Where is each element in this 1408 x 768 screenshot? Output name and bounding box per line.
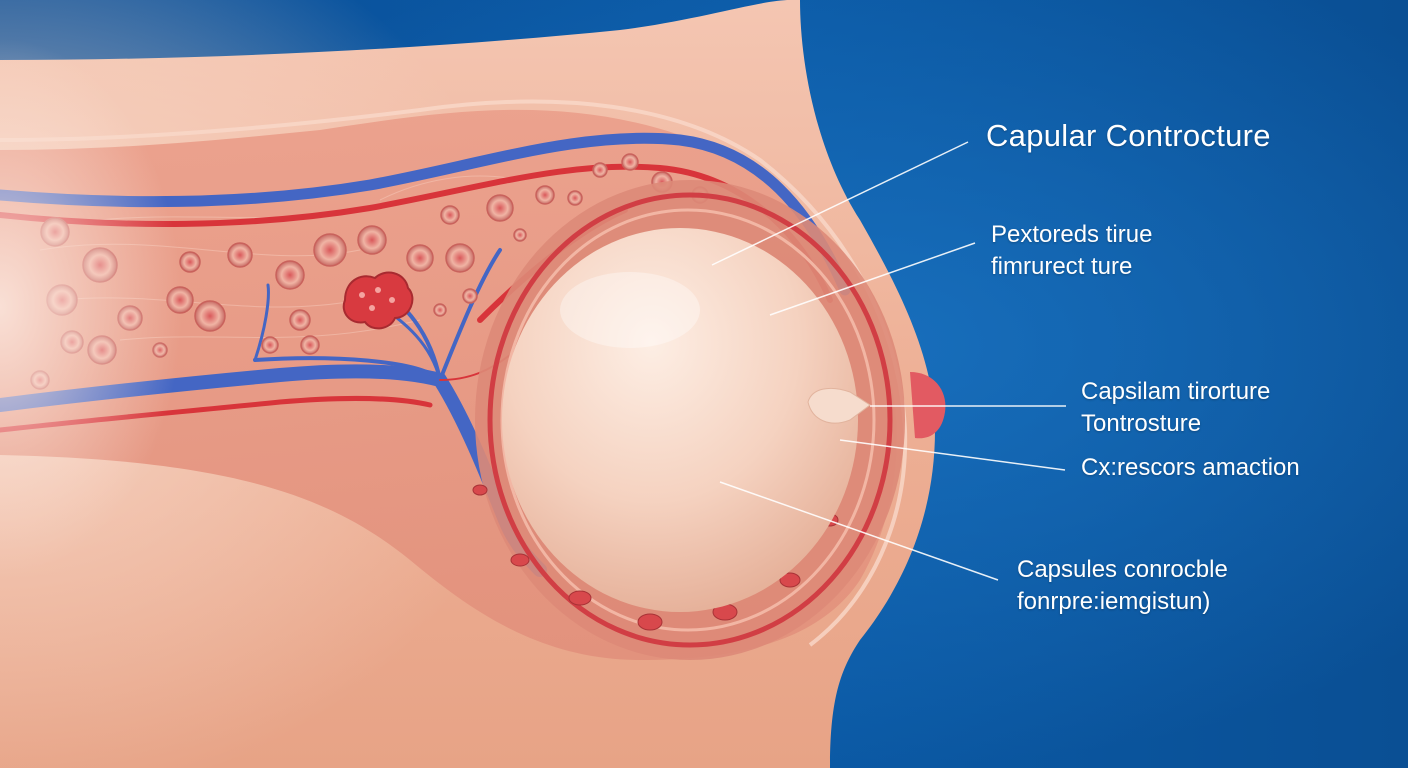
label-capsule: Capsilam tirorture Tontrosture — [1081, 376, 1270, 440]
label-capsule-line1: Capsilam tirorture — [1081, 378, 1271, 405]
leader-lines — [711, 141, 1066, 581]
label-pectoral-line2: fimrurect ture — [991, 253, 1133, 280]
breast-implant — [502, 228, 858, 612]
left-fade — [0, 0, 520, 768]
label-capsule-line2: Tontrosture — [1081, 410, 1202, 437]
diagram-title: Capular Controcture — [986, 118, 1271, 154]
implant-tip — [807, 387, 871, 424]
implant-highlight — [560, 272, 700, 348]
label-contraction: Cx:rescors amaction — [1081, 454, 1300, 482]
label-capsules: Capsules conrocble fonrpre:iemgistun) — [1017, 554, 1228, 618]
capsule-nodules — [472, 484, 839, 631]
label-capsules-line1: Capsules conrocble — [1017, 556, 1228, 583]
label-pectoral-line1: Pextoreds tirue — [991, 221, 1153, 248]
label-capsules-line2: fonrpre:iemgistun) — [1017, 588, 1211, 615]
label-contraction-text: Cx:rescors amaction — [1081, 454, 1300, 481]
title-text: Capular Controcture — [986, 118, 1271, 153]
label-pectoral: Pextoreds tirue fimrurect ture — [991, 219, 1152, 283]
nipple — [910, 372, 946, 439]
